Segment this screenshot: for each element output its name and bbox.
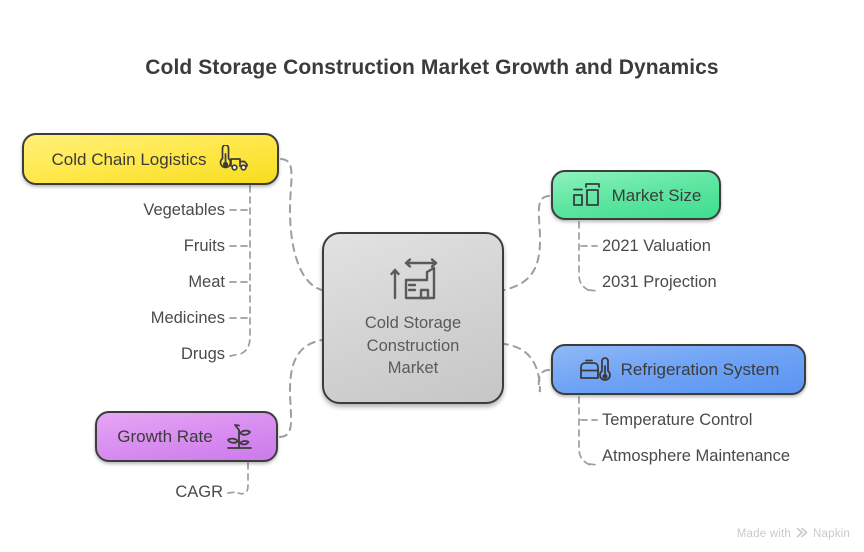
branch-node-refrigeration-system[interactable]: Refrigeration System [551, 344, 806, 395]
branch-label-refrigeration-system: Refrigeration System [620, 360, 780, 379]
link-center-to-market-size [503, 195, 550, 291]
leaf-temperature-control[interactable]: Temperature Control [602, 411, 753, 429]
sprout-growth-icon [222, 422, 256, 452]
leaf-cagr[interactable]: CAGR [175, 483, 223, 501]
napkin-logo-icon [796, 527, 808, 541]
center-node-label: Cold Storage Construction Market [365, 312, 461, 380]
link-center-to-growth-rate [279, 339, 323, 438]
center-label-line-3: Market [387, 359, 439, 378]
branch-label-growth-rate: Growth Rate [117, 427, 213, 446]
leaf-vegetables[interactable]: Vegetables [143, 201, 225, 219]
fridge-thermometer-icon [578, 356, 612, 384]
link-center-to-refrigeration-system [503, 343, 550, 393]
leaf-atmosphere-maintenance[interactable]: Atmosphere Maintenance [602, 447, 791, 465]
watermark: Made with Napkin [737, 527, 850, 541]
leaf-2021-valuation[interactable]: 2021 Valuation [602, 237, 711, 255]
link-growth-rate-spine [237, 462, 249, 495]
link-leaf-2031 [588, 289, 599, 292]
leaf-drugs[interactable]: Drugs [180, 345, 225, 363]
leaf-2031-projection[interactable]: 2031 Projection [602, 273, 717, 291]
page-title: Cold Storage Construction Market Growth … [145, 56, 719, 79]
branch-node-growth-rate[interactable]: Growth Rate [95, 411, 278, 462]
warehouse-dimensions-icon [384, 256, 442, 302]
watermark-prefix: Made with [736, 528, 791, 540]
watermark-brand: Napkin [813, 528, 850, 540]
leaf-meat[interactable]: Meat [188, 273, 225, 291]
branch-label-market-size: Market Size [611, 185, 702, 205]
link-center-to-cold-chain [280, 158, 323, 291]
center-label-line-1: Cold Storage [364, 313, 462, 332]
branch-label-cold-chain-logistics: Cold Chain Logistics [51, 149, 207, 169]
branch-node-cold-chain-logistics[interactable]: Cold Chain Logistics [22, 133, 279, 185]
link-leaf-atmosphere [588, 463, 599, 466]
center-node[interactable]: Cold Storage Construction Market [322, 232, 504, 404]
size-comparison-icon [571, 181, 603, 209]
link-cold-chain-spine [237, 185, 251, 356]
link-refrigeration-spine [578, 396, 591, 466]
branch-node-market-size[interactable]: Market Size [551, 170, 721, 220]
leaf-fruits[interactable]: Fruits [183, 237, 225, 255]
link-leaf-drugs [229, 353, 241, 357]
link-leaf-cagr [227, 491, 238, 494]
center-label-line-2: Construction [366, 336, 460, 355]
leaf-medicines[interactable]: Medicines [150, 309, 225, 327]
thermometer-truck-icon [215, 145, 249, 173]
link-market-size-spine [578, 221, 591, 292]
